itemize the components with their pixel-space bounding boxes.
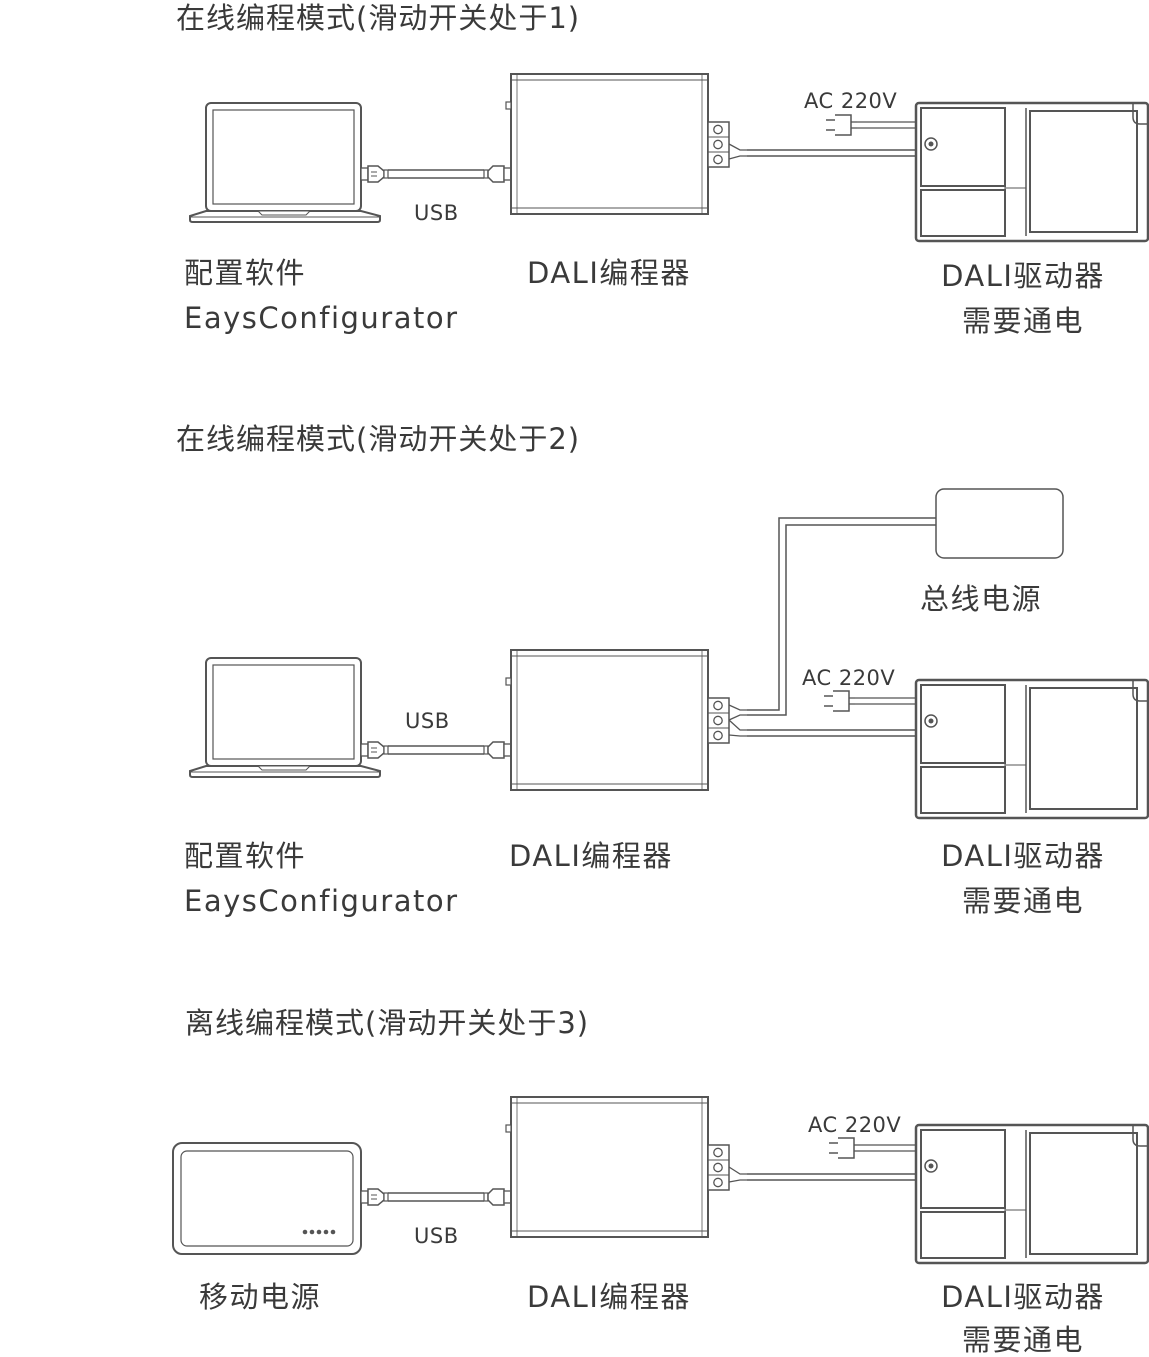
ac-label: AC 220V xyxy=(804,89,897,113)
usb-label: USB xyxy=(414,201,459,225)
section-2: 在线编程模式(滑动开关处于2) 总线电源 USB AC 220V xyxy=(176,422,1149,918)
dali-driver-icon xyxy=(914,1123,1149,1265)
dali-driver-icon xyxy=(914,678,1149,820)
software-name-label: EaysConfigurator xyxy=(184,301,459,335)
driver-power-label: 需要通电 xyxy=(962,1323,1084,1357)
power-bank-label: 移动电源 xyxy=(199,1280,321,1314)
ac-power-line xyxy=(825,114,916,136)
section-3-title: 离线编程模式(滑动开关处于3) xyxy=(185,1006,589,1040)
ac-plug-icon xyxy=(823,690,856,712)
usb-label: USB xyxy=(405,709,450,733)
laptop-icon xyxy=(189,102,381,223)
usb-cable-icon xyxy=(360,165,512,183)
bus-wire xyxy=(728,517,936,721)
driver-power-label: 需要通电 xyxy=(962,884,1084,918)
dali-programmer-icon xyxy=(505,649,730,791)
ac-power-line xyxy=(828,1137,916,1159)
programmer-label: DALI编程器 xyxy=(527,1280,691,1314)
programmer-label: DALI编程器 xyxy=(527,256,691,290)
bus-power-icon xyxy=(935,488,1064,559)
dali-programmer-icon xyxy=(505,1096,730,1238)
dali-wire xyxy=(728,1166,916,1183)
driver-label: DALI驱动器 xyxy=(941,839,1105,873)
section-3: 离线编程模式(滑动开关处于3) USB AC 220V 移动电源 xyxy=(172,1006,1149,1357)
dali-wire xyxy=(728,143,916,160)
software-label: 配置软件 xyxy=(184,839,306,873)
section-1-title: 在线编程模式(滑动开关处于1) xyxy=(176,1,580,35)
driver-label: DALI驱动器 xyxy=(941,1280,1105,1314)
software-name-label: EaysConfigurator xyxy=(184,884,459,918)
driver-label: DALI驱动器 xyxy=(941,259,1105,293)
usb-cable-icon xyxy=(360,1188,512,1206)
dali-programmer-icon xyxy=(505,73,730,215)
ac-label: AC 220V xyxy=(802,666,895,690)
driver-power-label: 需要通电 xyxy=(962,304,1084,338)
usb-label: USB xyxy=(414,1224,459,1248)
bus-power-label: 总线电源 xyxy=(920,582,1042,616)
programmer-label: DALI编程器 xyxy=(509,839,673,873)
ac-power-line xyxy=(823,690,916,712)
laptop-icon xyxy=(189,657,381,778)
ac-label: AC 220V xyxy=(808,1113,901,1137)
dali-driver-icon xyxy=(914,101,1149,243)
power-bank-icon xyxy=(172,1142,362,1255)
usb-cable-icon xyxy=(360,741,512,759)
software-label: 配置软件 xyxy=(184,256,306,290)
section-1: 在线编程模式(滑动开关处于1) USB AC 220V 配置软件 EaysCon… xyxy=(176,1,1149,338)
ac-plug-icon xyxy=(825,114,858,136)
section-2-title: 在线编程模式(滑动开关处于2) xyxy=(176,422,580,456)
ac-plug-icon xyxy=(828,1137,861,1159)
dali-wire xyxy=(728,719,916,737)
